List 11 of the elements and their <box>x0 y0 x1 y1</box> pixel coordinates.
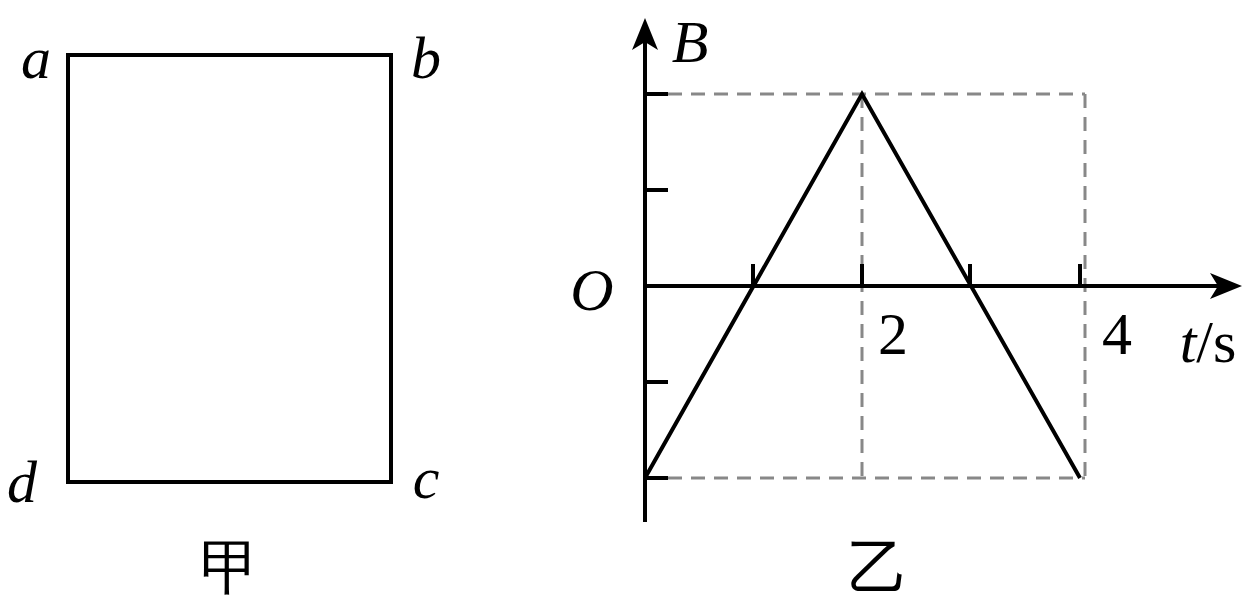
tick-label: 2 <box>878 304 908 364</box>
origin-label: O <box>570 260 614 320</box>
tick-label: 4 <box>1102 304 1132 364</box>
corner-label: c <box>412 448 440 508</box>
corner-label: a <box>21 28 51 88</box>
figure-caption: 甲 <box>200 538 260 598</box>
corner-label: d <box>7 452 37 512</box>
figure-caption: 乙 <box>848 538 908 598</box>
axis-label: B <box>671 12 709 72</box>
corner-label: b <box>411 28 441 88</box>
axis-label: t/s <box>1179 312 1237 372</box>
